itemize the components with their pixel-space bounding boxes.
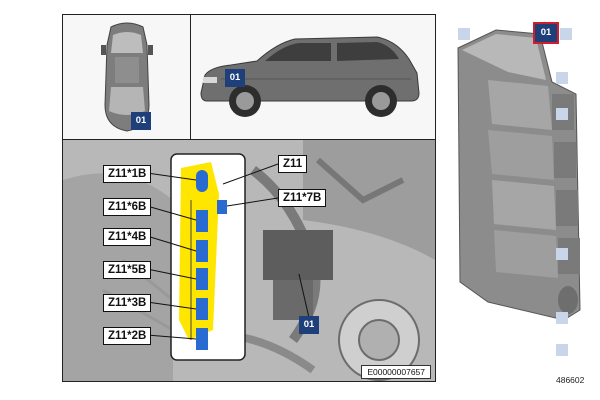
callout-z11-7b: Z11*7B (278, 189, 327, 207)
part-illustration (457, 21, 581, 321)
location-diagram: 01 01 (62, 14, 436, 382)
figure-number: 486602 (556, 375, 585, 385)
callout-z11-2b: Z11*2B (103, 327, 152, 345)
side-view-position-badge: 01 (225, 69, 245, 87)
engine-bay-panel: Z11*1B Z11 Z11*7B Z11*6B Z11*4B Z11*5B Z… (63, 140, 435, 381)
side-marker-square (560, 28, 572, 40)
side-marker-square (556, 248, 568, 260)
side-marker-square (556, 108, 568, 120)
top-view-position-badge: 01 (131, 112, 151, 130)
vehicle-top-view-panel: 01 (63, 15, 191, 140)
callout-z11-3b: Z11*3B (103, 294, 152, 312)
callout-z11-1b: Z11*1B (103, 165, 152, 183)
callout-z11: Z11 (278, 155, 308, 173)
callout-z11-4b: Z11*4B (103, 228, 152, 246)
side-marker-square (556, 344, 568, 356)
vehicle-top-view (101, 22, 153, 132)
part-id-badge: 01 (533, 22, 559, 44)
side-marker-square (458, 28, 470, 40)
callout-z11-5b: Z11*5B (103, 261, 152, 279)
engine-position-badge: 01 (299, 316, 319, 334)
vehicle-side-view (200, 36, 420, 117)
side-marker-square (556, 312, 568, 324)
side-marker-square (556, 72, 568, 84)
vehicle-side-view-panel: 01 (191, 15, 435, 140)
document-code: E00000007657 (361, 365, 431, 379)
callout-z11-6b: Z11*6B (103, 198, 152, 216)
